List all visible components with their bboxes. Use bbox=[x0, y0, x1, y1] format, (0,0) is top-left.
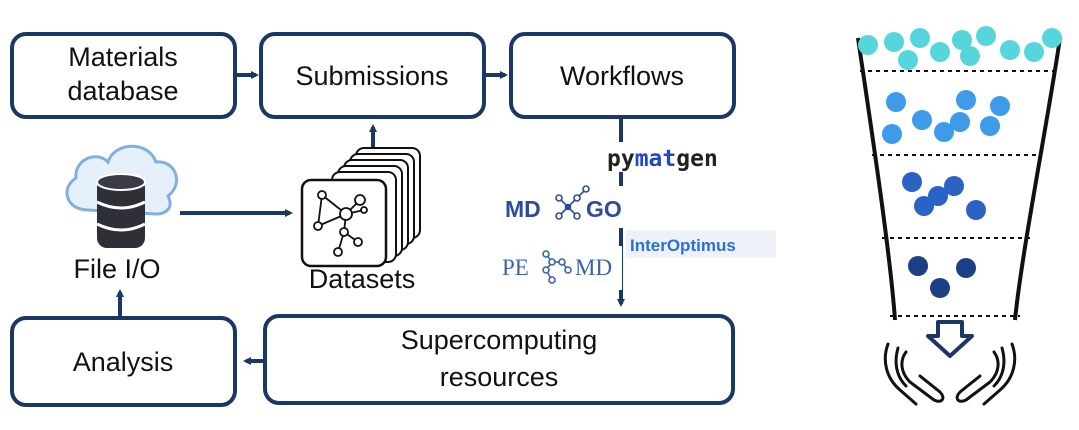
interoptimus-label: InterOptimus bbox=[630, 236, 736, 255]
funnel-dots bbox=[858, 26, 1062, 298]
funnel-particle bbox=[858, 35, 878, 55]
datasets-stack-icon bbox=[300, 147, 421, 268]
polymer-chain-icon bbox=[542, 250, 572, 284]
funnel-particle bbox=[1024, 42, 1044, 62]
funnel-particle bbox=[956, 90, 976, 110]
pymatgen-logo: pymatgen bbox=[602, 142, 752, 172]
pemd-part2: MD bbox=[575, 255, 612, 280]
database-icon bbox=[96, 173, 146, 248]
workflows-node: Workflows bbox=[509, 32, 736, 119]
pemd-part1: PE bbox=[502, 255, 529, 280]
mdgo-part2: GO bbox=[586, 196, 622, 222]
svg-text:pymatgen: pymatgen bbox=[607, 146, 718, 172]
funnel-particle bbox=[908, 256, 928, 276]
funnel-particle bbox=[882, 124, 902, 144]
funnel-left-wall bbox=[856, 37, 897, 321]
materials-database-node: Materials database bbox=[10, 32, 237, 119]
down-arrow-icon bbox=[926, 320, 974, 358]
funnel-particle bbox=[960, 46, 980, 66]
supercomputing-label-line1: Supercomputing bbox=[401, 325, 598, 355]
analysis-label: Analysis bbox=[73, 347, 174, 377]
funnel-particle bbox=[928, 186, 948, 206]
supercomputing-label-line2: resources bbox=[440, 362, 559, 392]
pymatgen-part3: gen bbox=[676, 146, 718, 172]
pymatgen-part2: mat bbox=[635, 146, 677, 172]
funnel-particle bbox=[934, 122, 954, 142]
funnel-particle bbox=[884, 32, 904, 52]
funnel-particle bbox=[930, 42, 950, 62]
funnel-particle bbox=[930, 278, 950, 298]
funnel-particle bbox=[952, 30, 972, 50]
funnel-particle bbox=[980, 116, 1000, 136]
funnel-particle bbox=[1042, 28, 1062, 48]
supercomputing-node: Supercomputing resources bbox=[263, 314, 735, 405]
submissions-label: Submissions bbox=[295, 61, 448, 91]
screening-funnel bbox=[856, 26, 1062, 406]
workflows-label: Workflows bbox=[560, 61, 684, 91]
funnel-particle bbox=[898, 50, 918, 70]
analysis-node: Analysis bbox=[10, 316, 237, 407]
mdgo-logo: MD GO bbox=[500, 185, 636, 228]
submissions-node: Submissions bbox=[259, 32, 486, 119]
funnel-particle bbox=[944, 176, 964, 196]
funnel-particle bbox=[912, 110, 932, 130]
funnel-particle bbox=[1000, 40, 1020, 60]
network-graph-icon bbox=[313, 190, 368, 257]
funnel-particle bbox=[914, 196, 934, 216]
funnel-right-wall bbox=[1013, 37, 1062, 321]
materials-database-label-line2: database bbox=[67, 76, 178, 106]
cloud-database-icon bbox=[65, 144, 178, 248]
funnel-particle bbox=[956, 258, 976, 278]
pymatgen-part1: py bbox=[607, 146, 635, 172]
file-io-label: File I/O bbox=[73, 254, 160, 284]
funnel-particle bbox=[966, 200, 986, 220]
materials-database-label-line1: Materials bbox=[68, 42, 178, 72]
datasets-label: Datasets bbox=[309, 264, 416, 294]
funnel-particle bbox=[976, 26, 996, 46]
funnel-particle bbox=[886, 92, 906, 112]
molecule-icon bbox=[555, 185, 590, 220]
pemd-logo: PE MD bbox=[498, 246, 622, 290]
mdgo-part1: MD bbox=[505, 196, 541, 222]
funnel-particle bbox=[910, 28, 930, 48]
interoptimus-logo: InterOptimus bbox=[626, 230, 776, 258]
funnel-particle bbox=[950, 112, 970, 132]
funnel-particle bbox=[990, 96, 1010, 116]
funnel-particle bbox=[902, 172, 922, 192]
hands-icon bbox=[883, 342, 1017, 406]
